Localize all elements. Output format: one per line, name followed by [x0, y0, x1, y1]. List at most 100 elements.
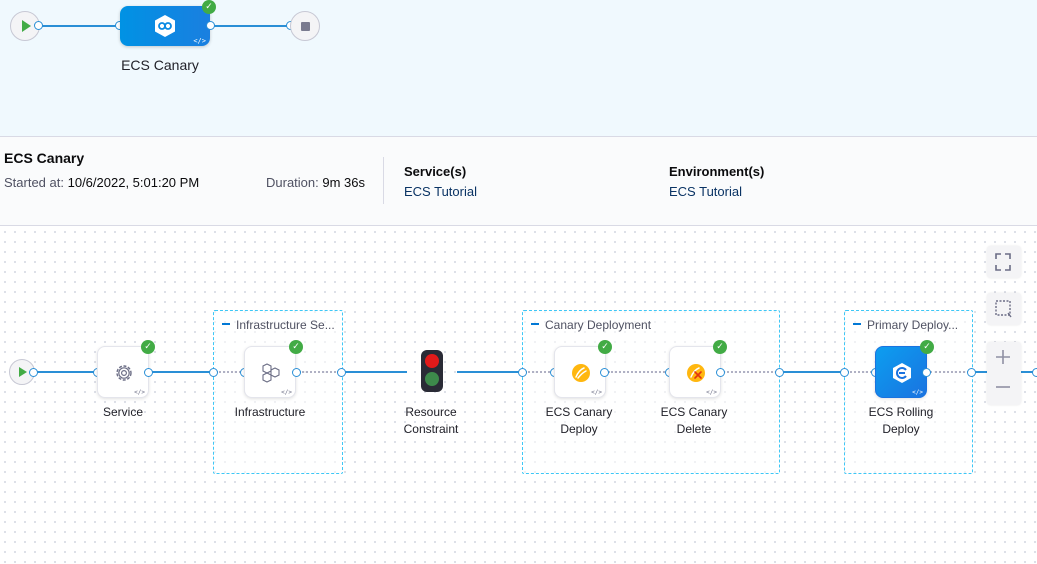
hexagons-icon	[259, 361, 283, 390]
success-check-icon: ✓	[289, 340, 303, 354]
fit-to-screen-icon	[987, 249, 1019, 279]
link	[723, 371, 777, 373]
port	[518, 368, 527, 377]
step-label-line: Delete	[676, 422, 712, 436]
port	[209, 368, 218, 377]
step-ecs-canary-delete[interactable]: </>	[669, 346, 721, 398]
pipeline-end-node[interactable]	[290, 11, 320, 41]
link	[847, 371, 875, 373]
services-block: Service(s) ECS Tutorial	[404, 164, 477, 199]
yaml-icon: </>	[281, 389, 292, 396]
collapse-icon[interactable]	[531, 322, 539, 325]
started-value: 10/6/2022, 5:01:20 PM	[67, 175, 200, 190]
overview-link	[40, 25, 120, 27]
link	[36, 371, 96, 373]
stage-node-ecs-canary[interactable]: </>	[120, 6, 210, 46]
port	[34, 21, 43, 30]
yaml-icon: </>	[912, 389, 923, 396]
step-label-line: ECS Canary	[660, 405, 728, 419]
canary-delete-icon	[684, 361, 708, 390]
stop-icon	[301, 22, 310, 31]
step-label-line: Deploy	[560, 422, 598, 436]
stage-title: ECS Canary	[4, 150, 85, 166]
yaml-icon: </>	[706, 389, 717, 396]
step-infrastructure[interactable]: </>	[244, 346, 296, 398]
traffic-light-icon[interactable]	[421, 350, 443, 392]
success-check-icon: ✓	[598, 340, 612, 354]
started-label: Started at:	[4, 175, 64, 190]
collapse-icon[interactable]	[222, 322, 230, 325]
services-value[interactable]: ECS Tutorial	[404, 184, 477, 199]
link	[344, 371, 407, 373]
services-title: Service(s)	[404, 164, 467, 179]
port	[292, 368, 301, 377]
port	[967, 368, 976, 377]
group-title: Primary Deploy...	[853, 318, 958, 332]
overview-link	[210, 25, 290, 27]
duration: Duration: 9m 36s	[266, 175, 365, 190]
port	[337, 368, 346, 377]
environments-title: Environment(s)	[669, 164, 765, 179]
port	[775, 368, 784, 377]
started-at: Started at: 10/6/2022, 5:01:20 PM	[4, 175, 199, 190]
group-title-text: Canary Deployment	[545, 318, 652, 332]
group-title: Infrastructure Se...	[222, 318, 335, 332]
green-light	[425, 372, 439, 386]
deployment-stage-icon	[154, 14, 176, 43]
duration-value: 9m 36s	[322, 175, 366, 190]
selection-icon	[987, 296, 1019, 326]
step-label: ECS Canary Delete	[639, 404, 749, 438]
step-ecs-rolling-deploy[interactable]: </>	[875, 346, 927, 398]
success-check-icon: ✓	[920, 340, 934, 354]
step-label-line: Resource	[405, 405, 457, 419]
step-group-canary-deployment[interactable]: Canary Deployment	[522, 310, 780, 474]
step-label-line: ECS Rolling	[868, 405, 934, 419]
link	[216, 371, 244, 373]
red-light	[425, 354, 439, 368]
step-label: Service	[102, 405, 143, 419]
canary-deploy-icon	[569, 361, 593, 390]
step-service[interactable]: </>	[97, 346, 149, 398]
group-title: Canary Deployment	[531, 318, 651, 332]
link	[930, 371, 969, 373]
environments-value[interactable]: ECS Tutorial	[669, 184, 742, 199]
selection-button[interactable]	[987, 293, 1021, 325]
yaml-icon: </>	[193, 37, 206, 45]
rolling-deploy-icon	[890, 361, 914, 390]
port	[922, 368, 931, 377]
link	[781, 371, 842, 373]
port	[1032, 368, 1037, 377]
gear-icon	[112, 361, 136, 390]
step-label: ECS Canary Deploy	[524, 404, 634, 438]
minus-icon	[996, 386, 1010, 388]
execution-graph[interactable]: Infrastructure Se... Canary Deployment P…	[0, 227, 1037, 564]
environments-block: Environment(s) ECS Tutorial	[669, 164, 764, 199]
port	[716, 368, 725, 377]
step-ecs-canary-deploy[interactable]: </>	[554, 346, 606, 398]
zoom-in-button[interactable]	[987, 344, 1019, 374]
step-label: Resource Constraint	[376, 404, 486, 438]
success-check-icon: ✓	[202, 0, 216, 14]
stage-overview: </> ✓ ECS Canary	[0, 0, 1037, 137]
step-label-line: ECS Canary	[545, 405, 613, 419]
group-title-text: Infrastructure Se...	[236, 318, 335, 332]
step-label: Infrastructure	[234, 405, 306, 419]
stage-label[interactable]: ECS Canary	[121, 57, 199, 73]
success-check-icon: ✓	[713, 340, 727, 354]
fit-to-screen-button[interactable]	[987, 246, 1021, 278]
link	[608, 371, 668, 373]
plus-icon	[996, 350, 1010, 364]
yaml-icon: </>	[134, 389, 145, 396]
play-icon	[22, 20, 31, 32]
link	[457, 371, 520, 373]
zoom-controls	[987, 342, 1021, 405]
yaml-icon: </>	[591, 389, 602, 396]
step-label-line: Constraint	[403, 422, 459, 436]
zoom-out-button[interactable]	[987, 374, 1019, 404]
link	[299, 371, 339, 373]
port	[206, 21, 215, 30]
success-check-icon: ✓	[141, 340, 155, 354]
collapse-icon[interactable]	[853, 322, 861, 325]
link	[525, 371, 553, 373]
divider	[383, 157, 384, 204]
